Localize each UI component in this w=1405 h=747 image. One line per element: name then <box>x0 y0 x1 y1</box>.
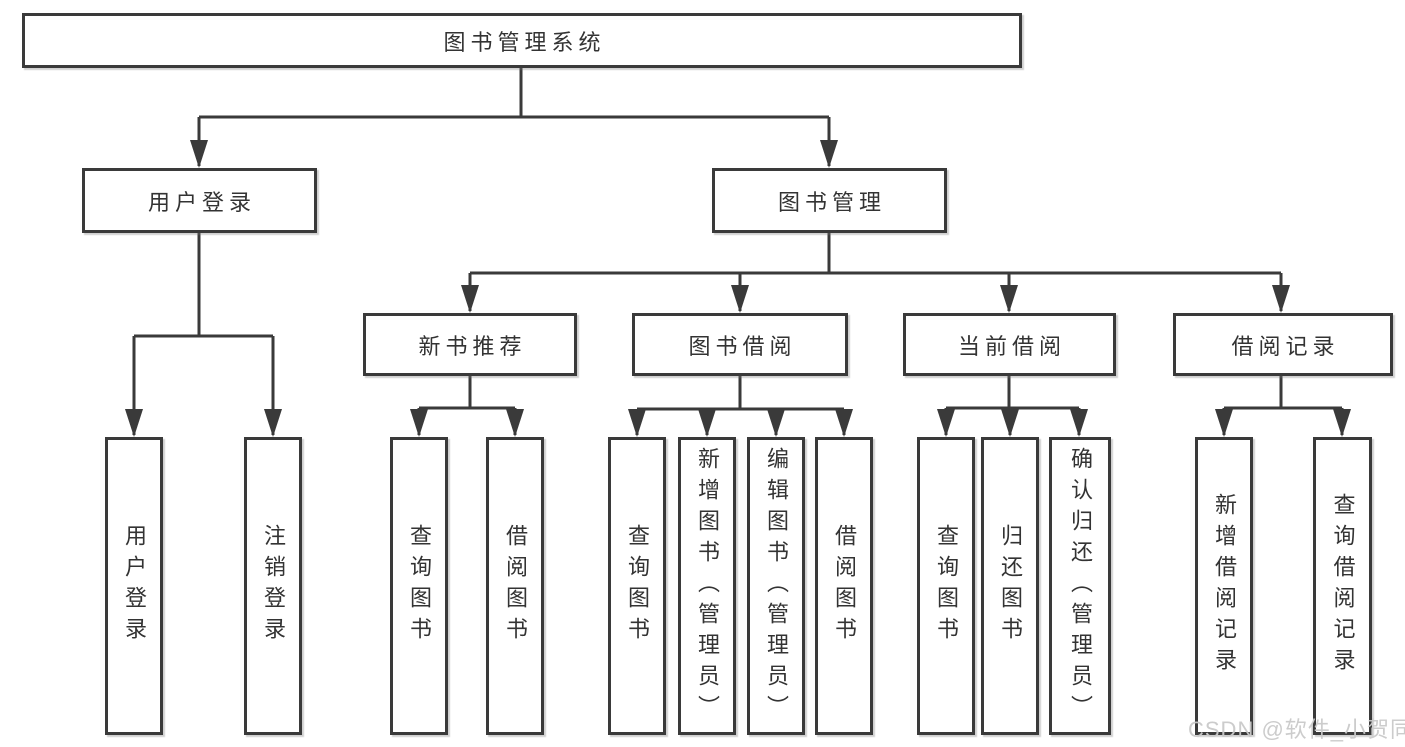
leaf-logout: 注销登录 <box>244 437 302 735</box>
leaf-return-books: 归还图书 <box>981 437 1039 735</box>
connector-strokes <box>132 66 1344 435</box>
leaf-add-books-admin: 新增图书（管理员） <box>678 437 736 735</box>
node-new-book-recommend: 新书推荐 <box>363 313 577 376</box>
leaf-add-borrow-record: 新增借阅记录 <box>1195 437 1253 735</box>
leaf-borrow-books: 借阅图书 <box>815 437 873 735</box>
leaf-query-books-current: 查询图书 <box>917 437 975 735</box>
leaf-query-borrow-record: 查询借阅记录 <box>1313 437 1372 735</box>
leaf-user-login: 用户登录 <box>105 437 163 735</box>
node-book-management: 图书管理 <box>712 168 947 233</box>
node-borrowing-records: 借阅记录 <box>1173 313 1393 376</box>
leaf-confirm-return-admin: 确认归还（管理员） <box>1049 437 1111 735</box>
csdn-watermark: CSDN @软件_小贺同学 <box>1188 717 1405 742</box>
node-book-borrowing: 图书借阅 <box>632 313 848 376</box>
arrowheads <box>125 140 1351 437</box>
leaf-query-books-borrow: 查询图书 <box>608 437 666 735</box>
node-library-management-system: 图书管理系统 <box>22 13 1022 68</box>
leaf-borrow-books-recommend: 借阅图书 <box>486 437 544 735</box>
node-user-login: 用户登录 <box>82 168 317 233</box>
leaf-edit-books-admin: 编辑图书（管理员） <box>747 437 805 735</box>
leaf-query-books-recommend: 查询图书 <box>390 437 448 735</box>
node-current-borrowing: 当前借阅 <box>903 313 1116 376</box>
